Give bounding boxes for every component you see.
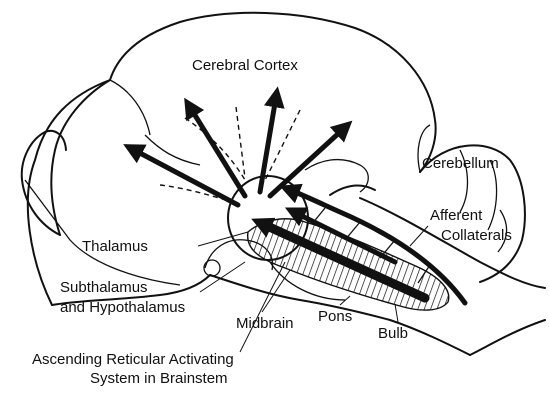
afferent-pathway-arrow [279, 183, 468, 306]
temporal-lobe-outline [329, 184, 376, 196]
cortex-arrow-up [257, 86, 285, 195]
cortex-sulcus-2 [109, 79, 151, 136]
label-midbrain: Midbrain [236, 315, 294, 332]
leader-subthalamus [199, 261, 246, 293]
olfactory-bulb-outline [20, 130, 67, 236]
afferent-collateral-4 [311, 207, 326, 225]
cerebral-hemisphere-outline [26, 11, 437, 306]
cerebellum-fold-3 [487, 159, 498, 231]
afferent-collateral-3 [344, 221, 361, 241]
afferent-collateral-1 [417, 264, 431, 284]
pons-bulge [269, 261, 346, 301]
leader-afferent [409, 225, 429, 247]
label-pons: Pons [318, 308, 352, 325]
label-cerebellum: Cerebellum [422, 155, 499, 172]
leader-pons [339, 295, 351, 306]
label-collaterals: Collaterals [441, 227, 512, 244]
cerebellum-fold-2 [459, 149, 469, 213]
leader-bulb [394, 303, 399, 323]
label-bulb: Bulb [378, 325, 408, 342]
label-aras-line2: System in Brainstem [90, 370, 228, 387]
leader-aras [239, 261, 286, 353]
frontal-lobe-outline [50, 79, 111, 236]
spinal-cord-outline [469, 319, 546, 356]
cortex-sulcus-3 [304, 158, 369, 193]
brainstem-outline-top [359, 197, 546, 289]
label-thalamus: Thalamus [82, 238, 148, 255]
label-hypothalamus: and Hypothalamus [60, 299, 185, 316]
leader-midbrain [261, 269, 291, 313]
pituitary-outline [203, 259, 221, 277]
cerebellum-outline [419, 144, 526, 283]
cortex-arrow-left [123, 144, 241, 208]
cerebellum-fold-4 [497, 209, 508, 253]
dashed-projection-2 [235, 106, 246, 179]
inner-contour [24, 179, 181, 286]
label-afferent: Afferent [430, 207, 483, 224]
afferent-collateral-2 [379, 239, 396, 259]
cerebellum-fold-1 [417, 124, 431, 173]
cortex-sulcus-1 [144, 134, 201, 166]
dashed-projection-3 [264, 109, 301, 181]
cortex-arrow-right [267, 120, 353, 199]
ascending-reticular-arrow [251, 217, 430, 303]
label-subthalamus: Subthalamus [60, 279, 148, 296]
leader-thalamus [197, 231, 249, 247]
label-cerebral-cortex: Cerebral Cortex [192, 57, 298, 74]
brainstem-outline-bottom [209, 274, 471, 356]
ventral-forebrain-outline [51, 274, 211, 306]
label-aras-line1: Ascending Reticular Activating [32, 351, 234, 368]
cortex-arrow-upper-left [184, 97, 248, 199]
reticular-arrow-upper [284, 207, 398, 265]
